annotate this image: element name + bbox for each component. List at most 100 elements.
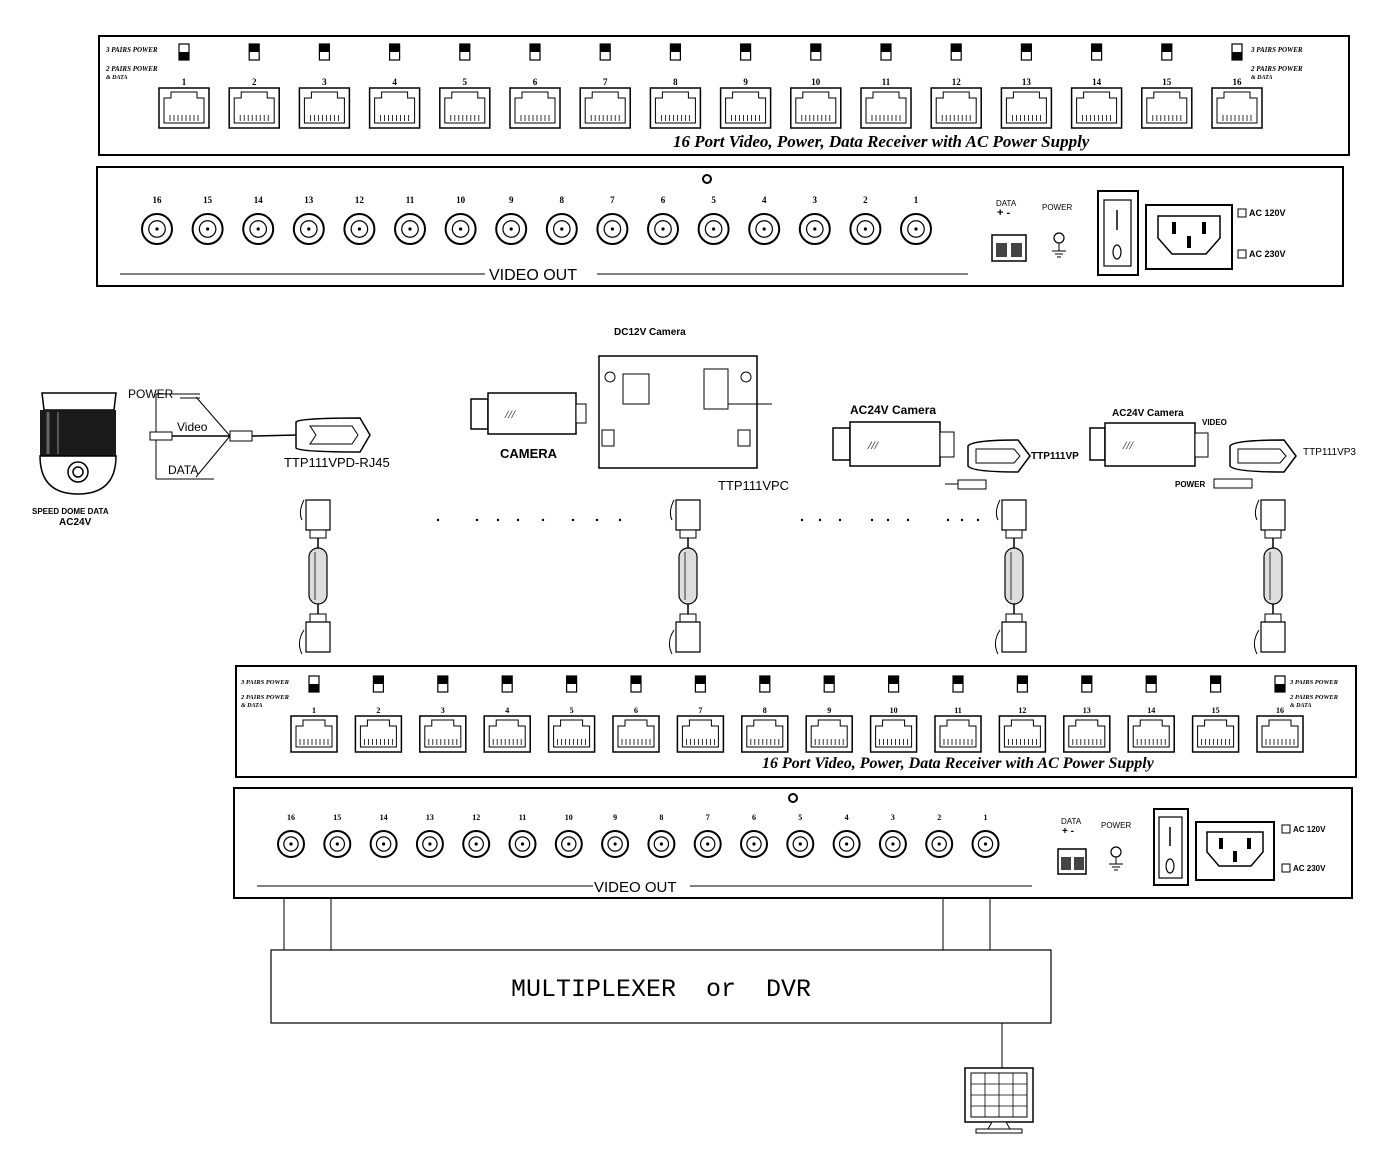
- rj45-port-14: 14: [1070, 43, 1123, 129]
- bnc-number-label: 15: [333, 813, 341, 822]
- bnc-connector-16: 16: [141, 195, 173, 245]
- port-number-label: 10: [890, 706, 898, 715]
- rj45-port-15: 15: [1191, 675, 1240, 753]
- bnc-number-label: 2: [937, 813, 941, 822]
- ac24v-camera-1: AC24V Camera /// TTP111VP: [832, 403, 1079, 490]
- bnc-number-label: 1: [984, 813, 988, 822]
- port-number-label: 9: [743, 77, 748, 87]
- bnc-connector-4: 4: [748, 195, 781, 245]
- rj45-port-12: 12: [998, 675, 1047, 753]
- bnc-connector-14: 14: [242, 195, 275, 245]
- bnc-number-label: 3: [813, 195, 818, 205]
- speed-dome-camera: SPEED DOME DATA AC24V: [32, 392, 117, 528]
- port-number-label: 4: [505, 706, 509, 715]
- svg-text:POWER: POWER: [1101, 821, 1131, 830]
- switch-right-bottom-label: 2 PAIRS POWER: [1250, 65, 1303, 73]
- svg-text:POWER: POWER: [128, 387, 174, 401]
- port-number-label: 8: [673, 77, 678, 87]
- rj45-port-2: 2: [228, 43, 280, 129]
- port-number-label: 14: [1147, 706, 1155, 715]
- switch-left-top-label: 3 PAIRS POWER: [105, 46, 158, 54]
- svg-text:TTP111VPC: TTP111VPC: [718, 478, 789, 493]
- bnc-connector-6: 6: [647, 195, 679, 245]
- rj45-port-6: 6: [509, 43, 561, 129]
- port-number-label: 6: [533, 77, 538, 87]
- switch-left-bottom2-label: & DATA: [106, 75, 128, 81]
- bnc-number-label: 12: [355, 195, 365, 205]
- rj45-port-13: 13: [1000, 43, 1053, 129]
- bnc-number-label: 10: [565, 813, 573, 822]
- speed-dome-wiring: POWER Video DATA TTP111VPD-RJ45: [128, 387, 390, 480]
- bnc-connector-10: 10: [444, 195, 477, 245]
- port-number-label: 15: [1162, 77, 1172, 87]
- switch-right-top-label: 3 PAIRS POWER: [1289, 679, 1339, 686]
- switch-right-bottom2-label: & DATA: [1251, 75, 1273, 81]
- rj45-port-7: 7: [579, 43, 631, 129]
- port-number-label: 7: [698, 706, 702, 715]
- switch-right-bottom-label: 2 PAIRS POWER: [1289, 694, 1339, 701]
- ac230-label: AC 230V: [1293, 864, 1326, 873]
- port-number-label: 12: [1018, 706, 1026, 715]
- port-number-label: 13: [1022, 77, 1032, 87]
- bnc-number-label: 10: [456, 195, 466, 205]
- receiver-title: 16 Port Video, Power, Data Receiver with…: [762, 755, 1155, 772]
- bnc-connector-8: 8: [647, 813, 676, 858]
- bnc-connector-4: 4: [832, 813, 861, 858]
- port-number-label: 3: [441, 706, 445, 715]
- bnc-connector-11: 11: [508, 813, 537, 858]
- bnc-number-label: 4: [762, 195, 767, 205]
- cat5-cable-2: [668, 499, 701, 655]
- port-number-label: 11: [954, 706, 962, 715]
- rj45-port-3: 3: [298, 43, 351, 129]
- port-number-label: 3: [322, 77, 327, 87]
- svg-text:TTP111VPD-RJ45: TTP111VPD-RJ45: [284, 455, 390, 470]
- port-number-label: 15: [1212, 706, 1220, 715]
- bnc-number-label: 15: [203, 195, 213, 205]
- svg-text:AC24V Camera: AC24V Camera: [1112, 408, 1184, 419]
- bnc-connector-12: 12: [462, 813, 491, 858]
- bnc-number-label: 7: [706, 813, 710, 822]
- port-number-label: 13: [1083, 706, 1091, 715]
- cat5-cable-3: [994, 499, 1027, 655]
- ac230-label: AC 230V: [1249, 249, 1286, 259]
- bnc-connector-12: 12: [343, 195, 376, 245]
- bnc-number-label: 1: [914, 195, 919, 205]
- rj45-port-10: 10: [869, 675, 918, 753]
- rj45-port-6: 6: [612, 675, 660, 753]
- svg-text:AC24V: AC24V: [59, 517, 92, 528]
- port-number-label: 5: [463, 77, 468, 87]
- power-led: POWER: [1042, 203, 1072, 258]
- ac120-label: AC 120V: [1293, 825, 1326, 834]
- switch-left-bottom-label: 2 PAIRS POWER: [105, 65, 158, 73]
- port-number-label: 10: [811, 77, 821, 87]
- svg-text:///: ///: [867, 438, 880, 452]
- bnc-number-label: 13: [304, 195, 314, 205]
- port-number-label: 12: [952, 77, 962, 87]
- bnc-connector-15: 15: [323, 813, 352, 858]
- bnc-connector-5: 5: [786, 813, 815, 858]
- bnc-connector-7: 7: [596, 195, 629, 245]
- rj45-port-9: 9: [805, 675, 853, 753]
- rj45-port-1: 1: [158, 43, 210, 129]
- ac120-label: AC 120V: [1249, 208, 1286, 218]
- bnc-connector-1: 1: [971, 813, 1000, 858]
- rj45-port-7: 7: [676, 675, 725, 753]
- port-number-label: 7: [603, 77, 608, 87]
- rj45-port-4: 4: [368, 43, 421, 129]
- port-number-label: 1: [312, 706, 316, 715]
- switch-left-bottom-label: 2 PAIRS POWER: [240, 694, 290, 701]
- port-number-label: 9: [827, 706, 831, 715]
- bnc-number-label: 12: [472, 813, 480, 822]
- bnc-connector-6: 6: [740, 813, 768, 858]
- rj45-port-16: 16: [1256, 675, 1304, 753]
- bnc-connector-3: 3: [798, 195, 831, 245]
- ac-inlet: [1145, 204, 1233, 270]
- svg-text:SPEED DOME DATA: SPEED DOME DATA: [32, 507, 109, 516]
- switch-right-top-label: 3 PAIRS POWER: [1250, 46, 1303, 54]
- bnc-connector-14: 14: [369, 813, 398, 858]
- bnc-number-label: 2: [863, 195, 868, 205]
